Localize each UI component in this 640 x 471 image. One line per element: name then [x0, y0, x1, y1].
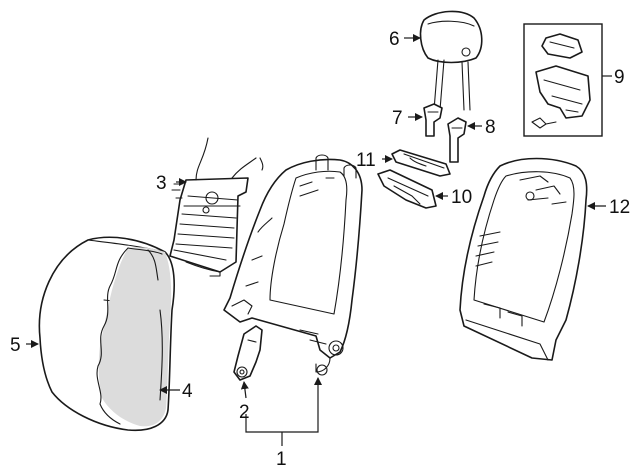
- callout-2: 2: [239, 402, 250, 423]
- callout-labels: 1 2 3 4 5 6 7 8 9 10 11 12: [10, 29, 630, 470]
- headrest-guide-right: [447, 117, 467, 163]
- callout-12: 12: [609, 197, 630, 218]
- clip-inset: [523, 23, 603, 137]
- seat-back-frame: [223, 154, 363, 376]
- callout-8: 8: [485, 117, 496, 138]
- trim-strip: [391, 149, 451, 177]
- seat-back-cover: [38, 236, 175, 432]
- callout-3: 3: [156, 173, 167, 194]
- lumbar-support-mat: [169, 137, 264, 277]
- callout-11: 11: [356, 150, 376, 171]
- callout-5: 5: [10, 335, 21, 356]
- recliner-bracket: [233, 325, 263, 381]
- callout-4: 4: [182, 381, 193, 402]
- callout-9: 9: [614, 67, 625, 88]
- bracket: [377, 169, 437, 209]
- headrest: [419, 10, 483, 111]
- headrest-guide-left: [423, 103, 443, 137]
- callout-7: 7: [392, 108, 403, 129]
- leader-lines: [26, 34, 612, 446]
- callout-6: 6: [389, 29, 400, 50]
- seat-back-panel: [459, 157, 588, 361]
- callout-10: 10: [451, 187, 472, 208]
- callout-1: 1: [276, 449, 287, 470]
